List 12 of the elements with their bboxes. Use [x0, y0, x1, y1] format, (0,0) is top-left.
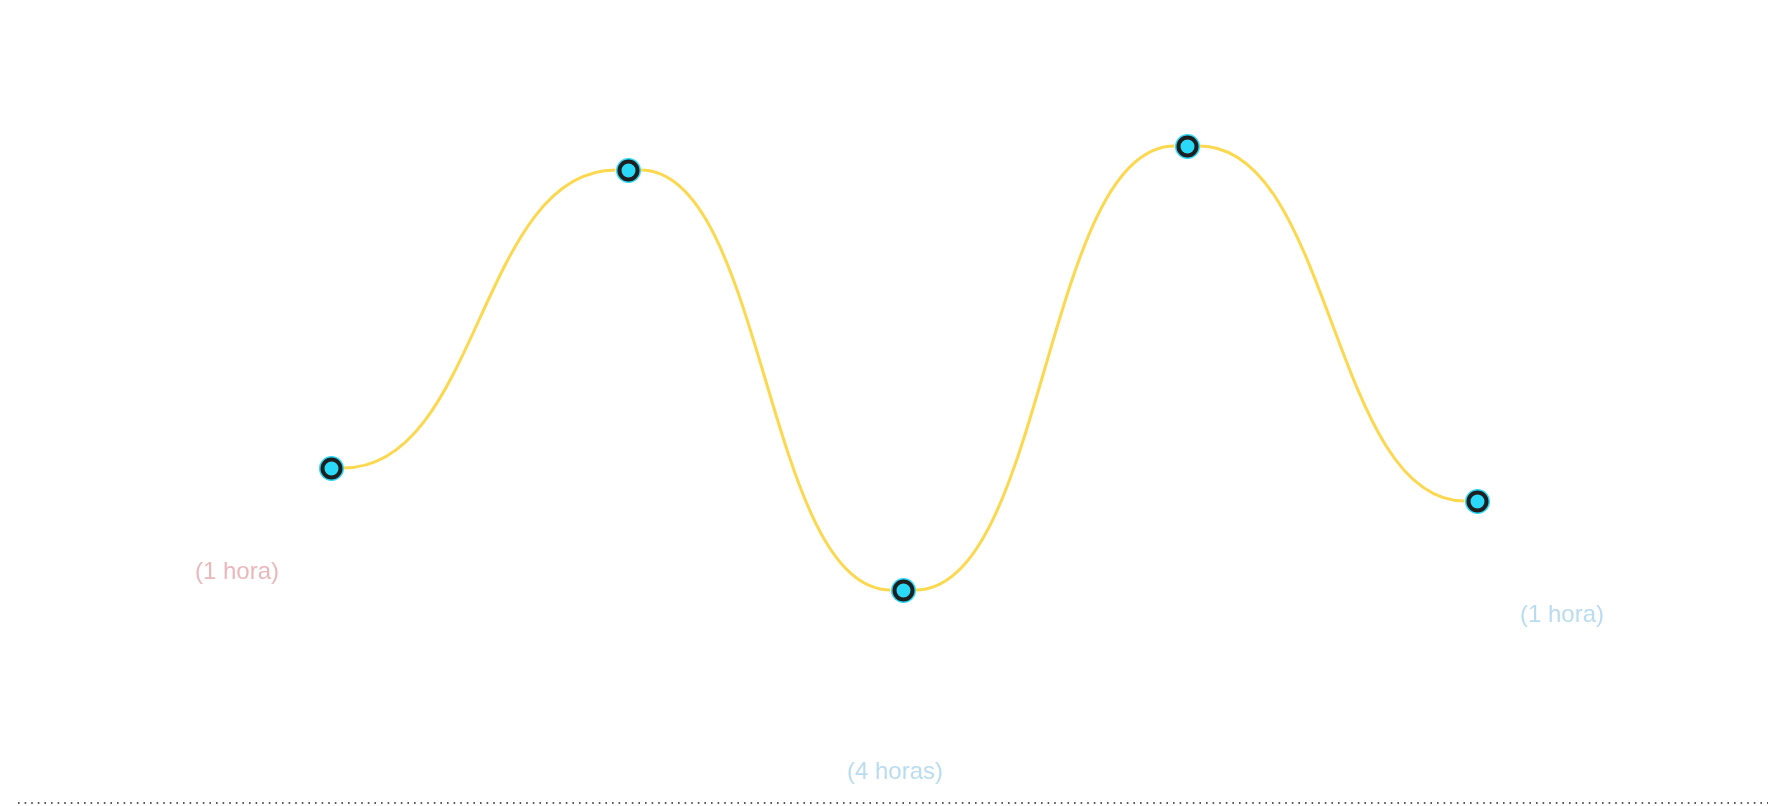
point-marker — [1174, 133, 1200, 159]
curve-connector — [915, 144, 1175, 592]
point-marker — [1464, 488, 1490, 514]
duration-label: (1 hora) — [1520, 600, 1605, 629]
point-marker — [318, 455, 344, 481]
duration-label: (1 hora) — [195, 557, 280, 586]
point-marker — [615, 157, 641, 183]
curve-connector — [343, 168, 616, 470]
curve-connector — [1199, 144, 1465, 503]
curve-connector — [640, 168, 891, 592]
duration-label: (4 horas) — [847, 757, 944, 786]
point-marker — [890, 577, 916, 603]
